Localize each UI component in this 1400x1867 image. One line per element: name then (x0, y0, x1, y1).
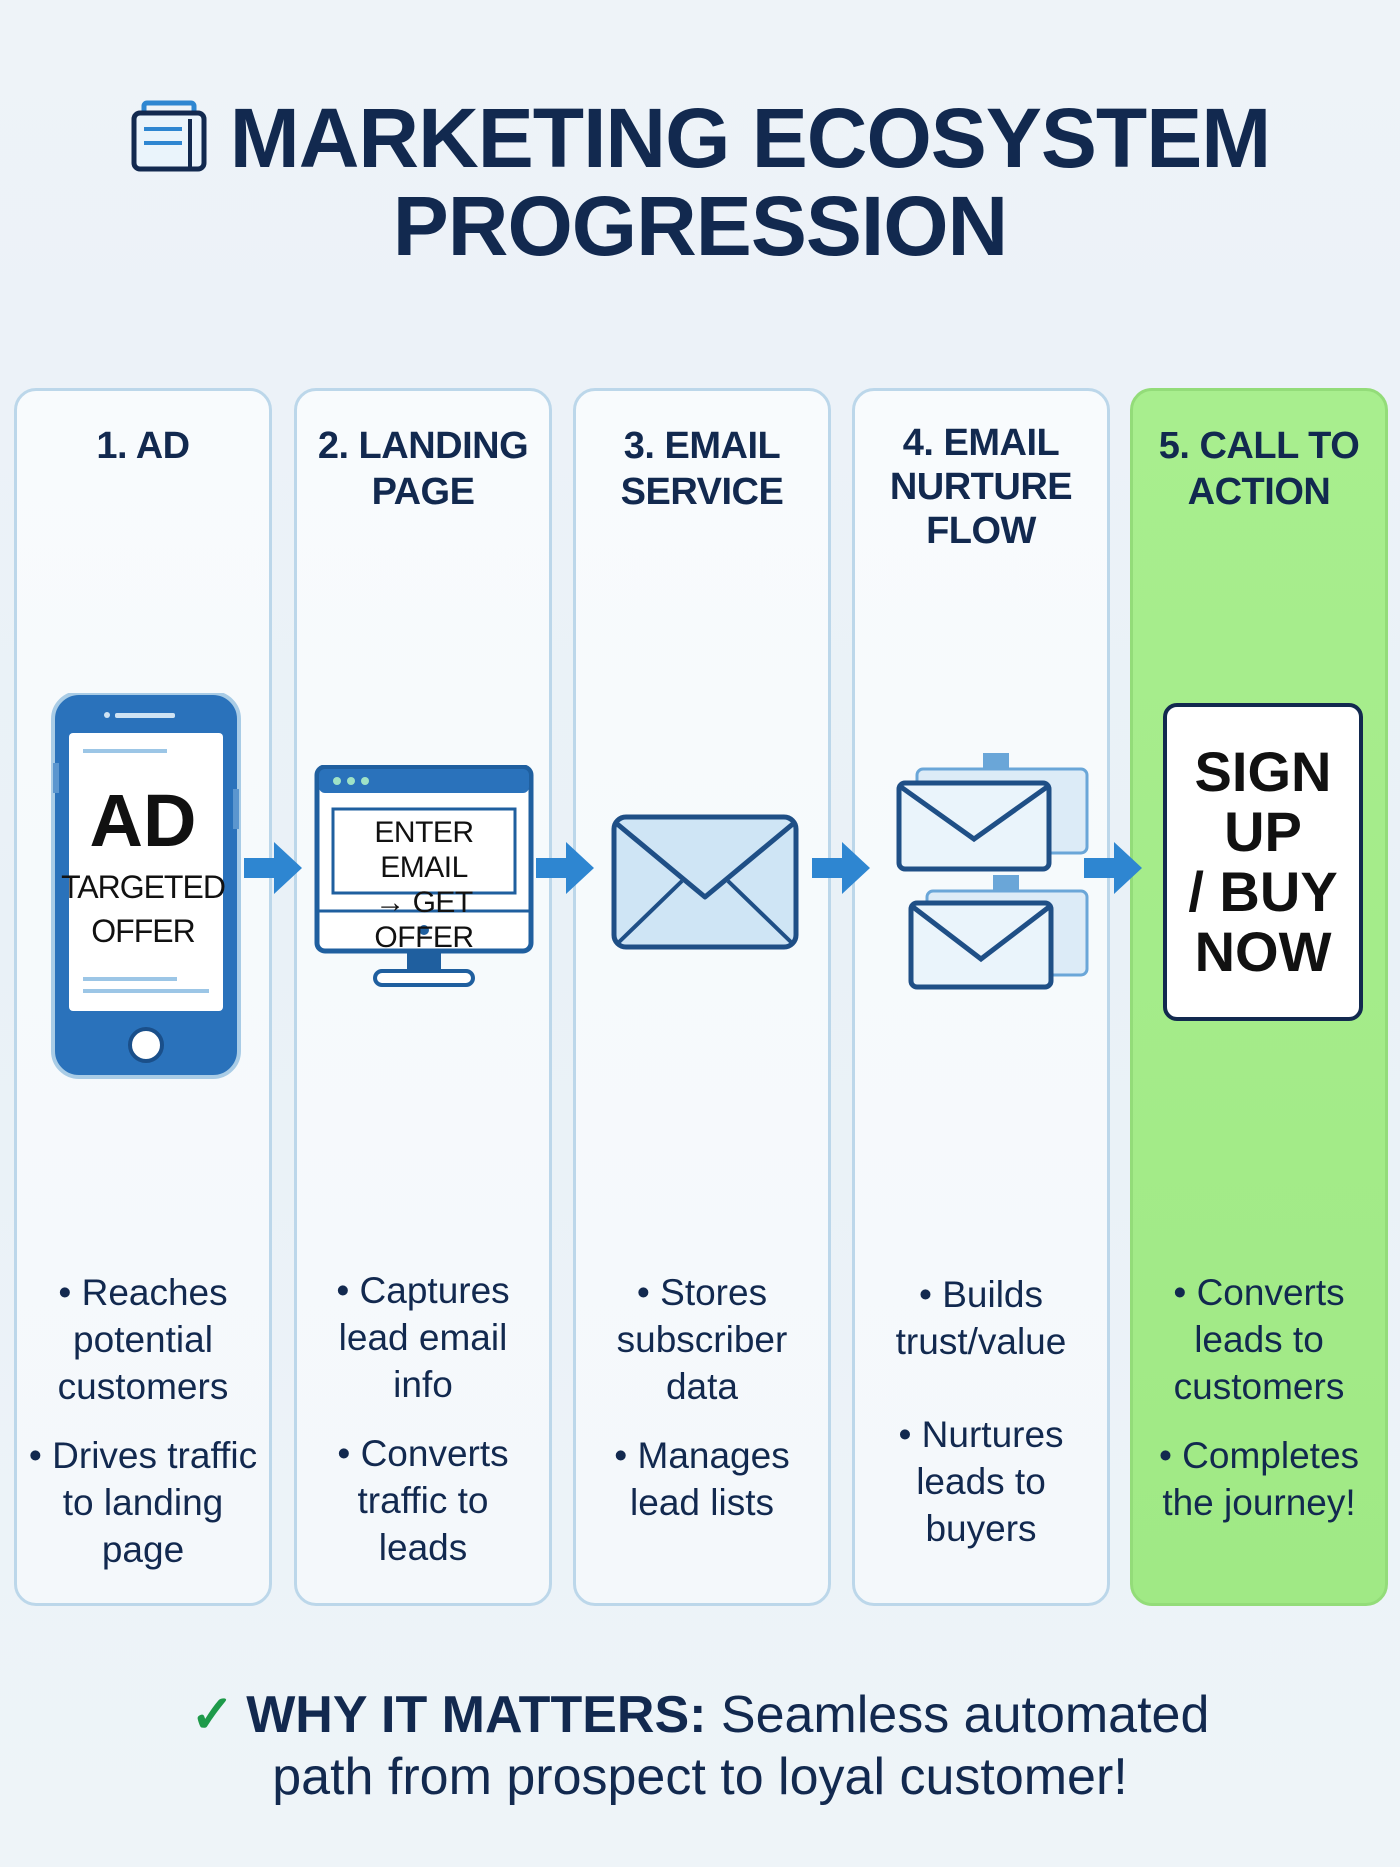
title-line-2: PROGRESSION (392, 179, 1008, 273)
list-item: • Drives traffic to landing page (28, 1435, 258, 1570)
footer-line-1: ✓WHY IT MATTERS: Seamless automated (0, 1684, 1400, 1746)
footer-text-1: Seamless automated (706, 1686, 1210, 1744)
page-title: MARKETING ECOSYSTEM PROGRESSION (0, 95, 1400, 269)
list-item: • Reaches potential customers (57, 1272, 229, 1407)
ecosystem-steps: 1. AD AD TARGETED OFFER • Reaches p (14, 388, 1390, 1606)
step-call-to-action: 5. CALL TO ACTION SIGN UP / BUY NOW • Co… (1130, 388, 1388, 1606)
step-email-nurture-flow: 4. EMAIL NURTURE FLOW • Builds trust/val… (852, 388, 1110, 1606)
envelope-icon (576, 813, 828, 953)
footer-line-2: path from prospect to loyal customer! (272, 1748, 1128, 1806)
ad-subtext-2: OFFER (91, 913, 195, 949)
step-title: 2. LANDING PAGE (317, 425, 529, 513)
checkmark-icon: ✓ (190, 1686, 235, 1744)
desktop-monitor-icon: ENTER EMAIL → GET OFFER (297, 765, 549, 995)
step-bullets: • Stores subscriber data • Manages lead … (576, 1269, 828, 1548)
arrow-right-icon (536, 840, 596, 896)
step-landing-page: 2. LANDING PAGE ENTER EMAIL → GET OFFER (294, 388, 552, 1606)
list-item: • Stores subscriber data (616, 1272, 788, 1407)
cta-button-icon[interactable]: SIGN UP / BUY NOW (1163, 703, 1363, 1021)
step-title: 3. EMAIL SERVICE (620, 425, 784, 513)
list-item: • Nurtures leads to buyers (898, 1414, 1064, 1549)
arrow-right-icon (812, 840, 872, 896)
arrow-right-icon (244, 840, 304, 896)
list-item: • Captures lead email info (336, 1270, 510, 1405)
footer-label: WHY IT MATTERS: (246, 1686, 707, 1744)
step-title: 4. EMAIL NURTURE FLOW (889, 422, 1073, 552)
list-item: • Converts leads to customers (1173, 1272, 1345, 1407)
list-item: • Converts traffic to leads (337, 1433, 509, 1568)
envelope-stack-icon (855, 753, 1107, 993)
title-line-1: MARKETING ECOSYSTEM (0, 95, 1400, 181)
landing-form-text: ENTER EMAIL → GET OFFER (374, 816, 474, 954)
ad-headline: AD (89, 779, 197, 862)
list-item: • Builds trust/value (895, 1274, 1067, 1362)
step-bullets: • Captures lead email info • Converts tr… (297, 1267, 549, 1593)
step-ad: 1. AD AD TARGETED OFFER • Reaches p (14, 388, 272, 1606)
step-bullets: • Reaches potential customers • Drives t… (17, 1269, 269, 1595)
list-item: • Completes the journey! (1158, 1435, 1360, 1523)
list-item: • Manages lead lists (614, 1435, 790, 1523)
smartphone-icon: AD TARGETED OFFER (17, 693, 269, 1083)
step-title: 5. CALL TO ACTION (1158, 425, 1360, 513)
arrow-right-icon (1084, 840, 1144, 896)
ad-subtext-1: TARGETED (61, 869, 226, 905)
step-email-service: 3. EMAIL SERVICE • Stores subscriber dat… (573, 388, 831, 1606)
why-it-matters: ✓WHY IT MATTERS: Seamless automated path… (0, 1684, 1400, 1808)
document-stack-icon (130, 99, 208, 173)
step-title: 1. AD (96, 425, 190, 467)
step-bullets: • Converts leads to customers • Complete… (1133, 1269, 1385, 1548)
step-bullets: • Builds trust/value • Nurtures leads to… (855, 1271, 1107, 1574)
